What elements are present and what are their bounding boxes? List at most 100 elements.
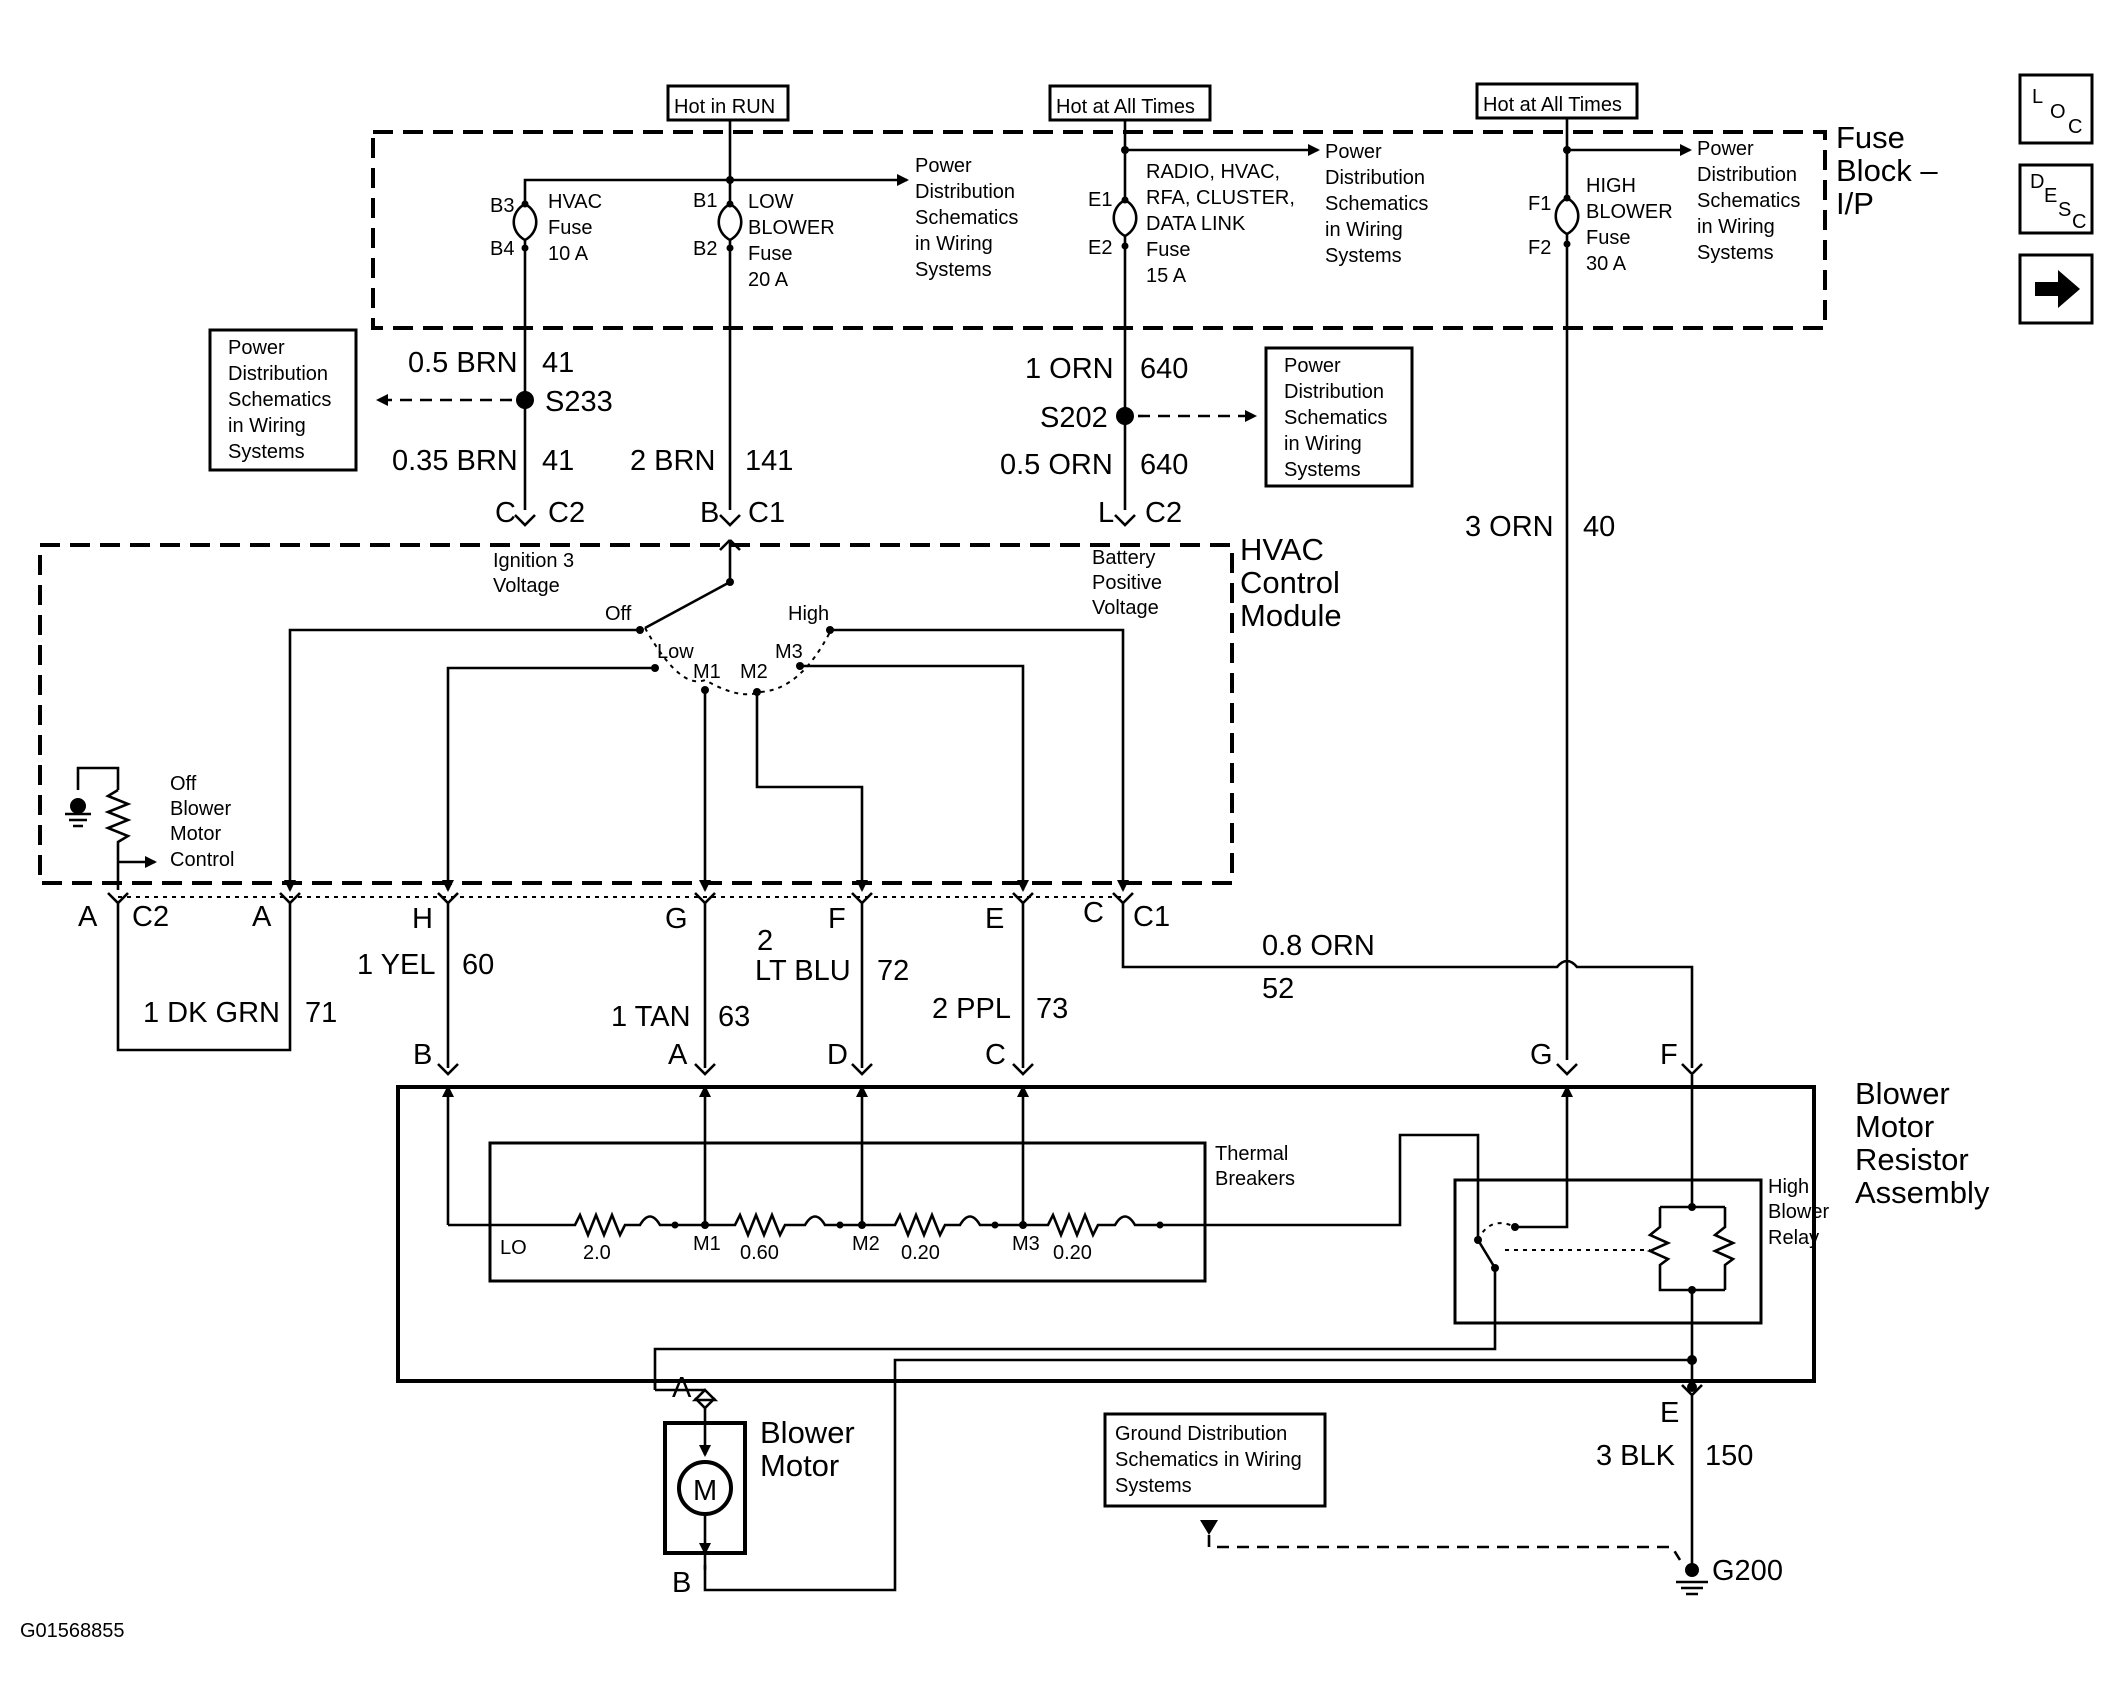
power-distribution-box-2: Power Distribution Schematics in Wiring …	[1264, 346, 1414, 488]
svg-text:E: E	[2044, 185, 2057, 207]
svg-text:B4: B4	[490, 238, 514, 260]
svg-text:E: E	[985, 903, 1004, 935]
svg-text:M: M	[693, 1475, 717, 1507]
svg-text:20 A: 20 A	[748, 269, 789, 291]
wire-41b-gauge: 0.35 BRN	[392, 445, 518, 477]
svg-text:RFA, CLUSTER,: RFA, CLUSTER,	[1146, 187, 1295, 209]
wire-141-gauge: 2 BRN	[630, 445, 715, 477]
high-blower-relay-label: High	[1768, 1176, 1809, 1198]
svg-text:Distribution: Distribution	[915, 181, 1015, 203]
wire-150-gauge: 3 BLK	[1596, 1440, 1676, 1472]
svg-text:DATA LINK: DATA LINK	[1146, 213, 1246, 235]
svg-text:Systems: Systems	[1115, 1475, 1192, 1497]
svg-text:Blower: Blower	[170, 798, 231, 820]
svg-text:D: D	[827, 1039, 848, 1071]
svg-text:F1: F1	[1528, 193, 1551, 215]
splice-s233	[516, 391, 534, 409]
connector-row-c2-c1: A C2 A H G F E C C1	[78, 892, 1170, 935]
svg-text:Power: Power	[1697, 138, 1754, 160]
svg-text:0.60: 0.60	[740, 1242, 779, 1264]
svg-text:HVAC: HVAC	[548, 191, 602, 213]
svg-text:Power: Power	[228, 337, 285, 359]
svg-text:B1: B1	[693, 190, 717, 212]
svg-text:Systems: Systems	[1697, 242, 1774, 264]
svg-text:M2: M2	[852, 1233, 880, 1255]
source-hot-at-all-times-2: Hot at All Times	[1475, 82, 1639, 120]
svg-text:Systems: Systems	[915, 259, 992, 281]
next-arrow-icon[interactable]	[2018, 253, 2094, 325]
svg-text:Hot at All Times: Hot at All Times	[1056, 96, 1195, 118]
hvac-module-title-3: Module	[1240, 598, 1342, 633]
svg-text:High: High	[788, 603, 829, 625]
svg-text:0.20: 0.20	[901, 1242, 940, 1264]
connector-top-l-c2: L C2	[1098, 497, 1182, 529]
wire-60-gauge: 1 YEL	[357, 949, 435, 981]
svg-text:Schematics: Schematics	[228, 389, 331, 411]
svg-text:Motor: Motor	[170, 823, 221, 845]
connector-top-c-c2: C C2	[495, 497, 585, 529]
hvac-fuse: B3 B4 HVAC Fuse 10 A	[490, 191, 602, 265]
svg-text:Blower: Blower	[760, 1415, 855, 1450]
thermal-breaker-box	[488, 1141, 1207, 1283]
svg-text:Schematics: Schematics	[915, 207, 1018, 229]
wire-40-number: 40	[1583, 511, 1615, 543]
relay-coil	[703, 1075, 1737, 1592]
svg-text:Fuse: Fuse	[748, 243, 792, 265]
splice-s202-label: S202	[1040, 402, 1108, 434]
svg-text:S: S	[2058, 199, 2071, 221]
off-blower-motor-control: Off Blower Motor Control	[65, 766, 234, 880]
blower-switch: Off Low M1 M2 M3 High	[605, 539, 834, 696]
wire-73-gauge: 2 PPL	[932, 993, 1011, 1025]
svg-text:30 A: 30 A	[1586, 253, 1627, 275]
wire-72-gauge-2: LT BLU	[755, 955, 851, 987]
svg-text:Motor: Motor	[760, 1448, 839, 1483]
wire-73-number: 73	[1036, 993, 1068, 1025]
fuse-block-outline	[371, 130, 1827, 330]
wire-640-gauge: 1 ORN	[1025, 353, 1114, 385]
svg-text:LOW: LOW	[748, 191, 794, 213]
svg-text:M2: M2	[740, 661, 768, 683]
thermal-breakers-label-2: Breakers	[1215, 1168, 1295, 1190]
figure-id: G01568855	[20, 1620, 125, 1642]
svg-text:A: A	[668, 1039, 688, 1071]
battery-positive-label-2: Positive	[1092, 572, 1162, 594]
connector-top-b-c1: B C1	[700, 497, 785, 529]
loc-icon[interactable]: L O C	[2018, 73, 2094, 145]
wire-640b-gauge: 0.5 ORN	[1000, 449, 1113, 481]
splice-s233-label: S233	[545, 386, 613, 418]
battery-positive-label: Battery	[1092, 547, 1155, 569]
source-hot-at-all-times-1: Hot at All Times	[1048, 84, 1212, 122]
svg-text:in Wiring: in Wiring	[228, 415, 306, 437]
svg-text:10 A: 10 A	[548, 243, 589, 265]
svg-text:LO: LO	[500, 1237, 527, 1259]
svg-text:Systems: Systems	[228, 441, 305, 463]
connector-row-resistor: B A D C G F	[413, 1039, 1703, 1076]
resistor-chain: LO 2.0 M1 0.60 M2 0.20 M3 0.20	[448, 1133, 1480, 1264]
svg-text:BLOWER: BLOWER	[748, 217, 835, 239]
svg-text:L: L	[2032, 86, 2043, 108]
svg-text:C: C	[2068, 116, 2082, 138]
wire-63-gauge: 1 TAN	[611, 1001, 691, 1033]
power-distribution-ref-1: Power Distribution Schematics in Wiring …	[915, 155, 1018, 281]
svg-text:Systems: Systems	[1325, 245, 1402, 267]
svg-text:Distribution: Distribution	[1697, 164, 1797, 186]
motor-connectors: A B	[653, 1372, 719, 1599]
svg-text:2.0: 2.0	[583, 1242, 611, 1264]
high-blower-relay	[1453, 1178, 1763, 1325]
power-distribution-ref-2: Power Distribution Schematics in Wiring …	[1325, 141, 1428, 267]
wire-72-gauge-1: 2	[757, 925, 773, 957]
svg-text:C: C	[1083, 897, 1104, 929]
svg-text:C1: C1	[1133, 901, 1170, 933]
svg-text:Schematics: Schematics	[1325, 193, 1428, 215]
svg-text:M1: M1	[693, 661, 721, 683]
desc-icon[interactable]: D E S C	[2018, 163, 2094, 235]
svg-text:Off: Off	[170, 773, 197, 795]
wire-52-gauge: 0.8 ORN	[1262, 930, 1375, 962]
svg-text:in Wiring: in Wiring	[1697, 216, 1775, 238]
thermal-breakers-label: Thermal	[1215, 1143, 1288, 1165]
high-blower-relay-label-2: Blower	[1768, 1201, 1829, 1223]
wire-60-number: 60	[462, 949, 494, 981]
high-blower-relay-label-3: Relay	[1768, 1227, 1819, 1249]
wire-41-gauge: 0.5 BRN	[408, 347, 518, 379]
